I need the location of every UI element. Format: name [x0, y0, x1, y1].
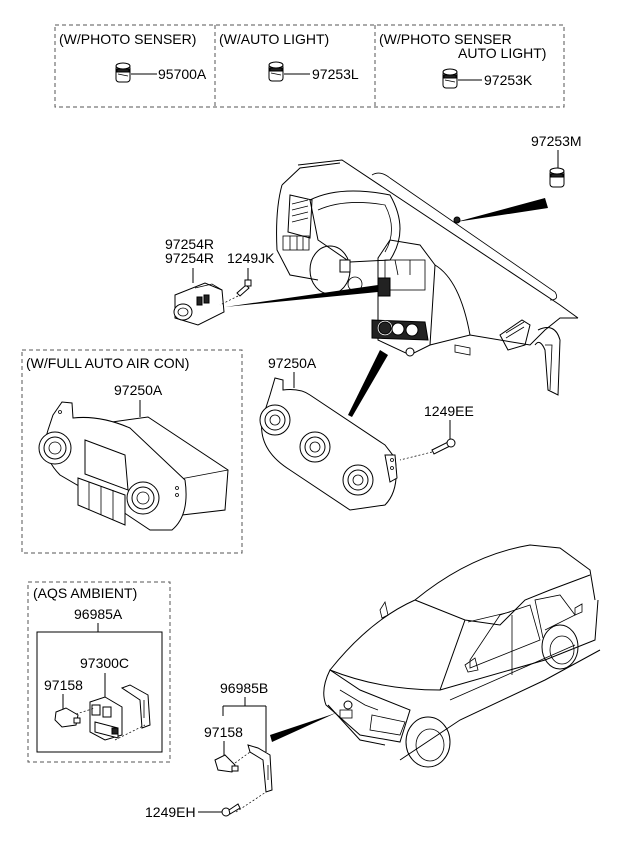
auto-climate-control-unit-icon — [38, 401, 229, 531]
variant-caption-photo-senser: (W/PHOTO SENSER) — [59, 31, 196, 47]
part-number-95700A: 95700A — [158, 66, 207, 82]
dotted-guide — [219, 295, 239, 306]
variant-caption-auto-light: (W/AUTO LIGHT) — [219, 31, 329, 47]
part-number-1249EE: 1249EE — [424, 403, 474, 419]
auto-light-sensor-icon — [268, 61, 284, 82]
part-number-97253M: 97253M — [531, 133, 582, 149]
switch-assembly-icon — [173, 282, 225, 326]
manual-climate-control-unit-icon — [259, 377, 398, 511]
part-number-97253L: 97253L — [312, 66, 359, 82]
car-illustration — [323, 544, 601, 768]
pointer-wedge — [456, 198, 548, 222]
dotted-guide — [399, 451, 433, 461]
aqs-sensor-icon — [89, 696, 123, 741]
dotted-guide — [235, 791, 267, 813]
part-number-97250A-manual: 97250A — [268, 355, 317, 371]
part-number-97158-front: 97158 — [204, 724, 243, 740]
part-number-97254R-1: 97254R — [165, 236, 214, 252]
front-ambient-sensor-icon — [214, 754, 239, 773]
front-sensor-bracket-icon — [247, 744, 273, 793]
aqs-ambient-sensor-icon — [54, 707, 81, 728]
dashboard-illustration — [276, 159, 579, 396]
aqs-box-outline — [27, 581, 171, 763]
aqs-caption: (AQS AMBIENT) — [33, 585, 137, 601]
part-number-96985B: 96985B — [220, 680, 268, 696]
screw-1249EH-icon — [221, 803, 241, 817]
part-number-96985A: 96985A — [74, 606, 123, 622]
part-number-97300C: 97300C — [80, 655, 129, 671]
aqs-inner-frame — [36, 631, 163, 753]
pointer-wedge — [348, 350, 388, 417]
variant-caption-photo-senser-auto-light-1: (W/PHOTO SENSER — [379, 31, 512, 47]
screw-1249EE-icon — [431, 438, 456, 455]
variant-box-group: (W/PHOTO SENSER) 95700A (W/AUTO LIGHT) 9… — [54, 24, 565, 108]
part-number-97250A-auto: 97250A — [114, 382, 163, 398]
part-number-1249EH: 1249EH — [145, 804, 196, 820]
dotted-guide — [114, 724, 146, 741]
dotted-guide — [234, 751, 251, 764]
dotted-guide — [75, 707, 96, 715]
screw-1249JK-icon — [236, 279, 252, 297]
part-number-1249JK: 1249JK — [227, 250, 275, 266]
variant-caption-photo-senser-auto-light-2: AUTO LIGHT) — [458, 45, 546, 61]
part-number-97254R-2: 97254R — [165, 250, 214, 266]
aqs-bracket-icon — [120, 684, 151, 729]
pointer-wedge — [225, 285, 378, 307]
part-number-97158-aqs: 97158 — [44, 677, 83, 693]
photo-auto-light-sensor-icon — [442, 68, 458, 89]
part-number-97253K: 97253K — [484, 72, 533, 88]
photo-sensor-icon — [115, 62, 131, 83]
dashboard-sensor-icon — [549, 167, 565, 188]
full-auto-box-outline — [21, 349, 243, 554]
pointer-wedge — [270, 712, 338, 742]
variant-box-outline — [54, 24, 565, 108]
full-auto-caption: (W/FULL AUTO AIR CON) — [26, 355, 189, 371]
